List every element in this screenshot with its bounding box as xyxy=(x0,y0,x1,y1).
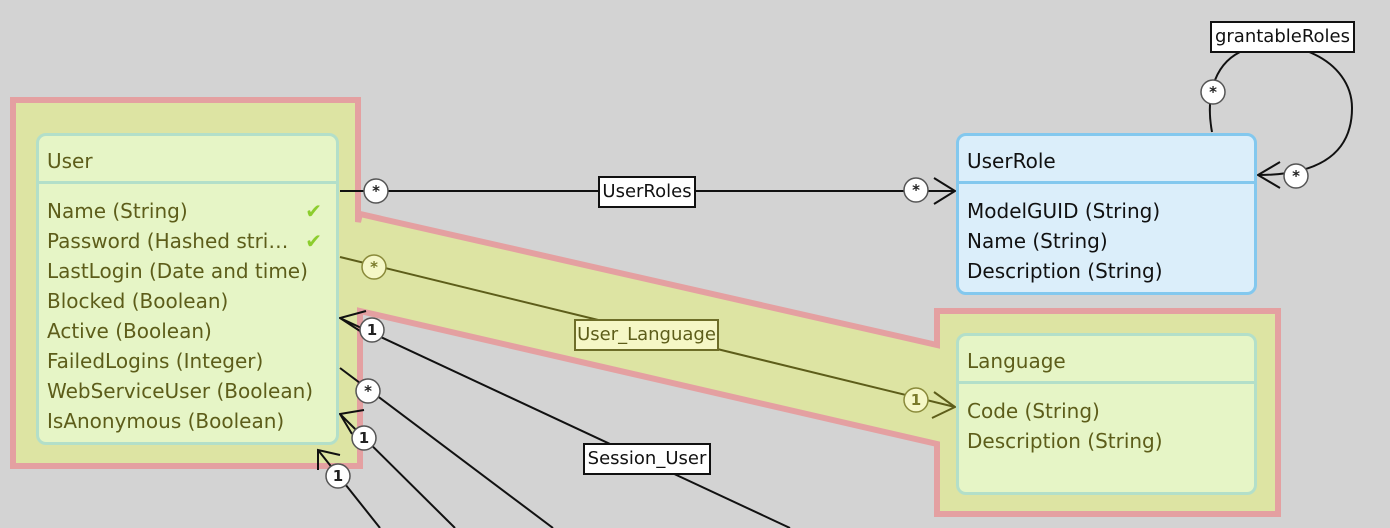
association-label-user-language[interactable]: User_Language xyxy=(574,319,719,351)
attribute-label: Code (String) xyxy=(967,399,1100,423)
svg-text:*: * xyxy=(370,258,378,276)
entity-language-name: Language xyxy=(959,336,1254,384)
entity-userrole[interactable]: UserRole ModelGUID (String) Name (String… xyxy=(956,133,1257,295)
attribute-row[interactable]: Code (String) xyxy=(959,396,1254,426)
association-label-grantableroles[interactable]: grantableRoles xyxy=(1210,21,1355,53)
entity-language-attributes: Code (String) Description (String) xyxy=(959,384,1254,456)
attribute-label: Description (String) xyxy=(967,429,1163,453)
assoc-line-6-arrow xyxy=(317,448,341,470)
attribute-row[interactable]: Blocked (Boolean) xyxy=(39,286,336,316)
attribute-label: Active (Boolean) xyxy=(47,319,212,343)
session-user-line[interactable] xyxy=(339,317,791,528)
entity-user-attributes: Name (String) ✔ Password (Hashed stri… ✔… xyxy=(39,184,336,436)
entity-user[interactable]: User Name (String) ✔ Password (Hashed st… xyxy=(36,133,339,445)
assoc-line-5-arrow xyxy=(338,409,365,435)
attribute-row[interactable]: ModelGUID (String) xyxy=(959,196,1254,226)
entity-user-name: User xyxy=(39,136,336,184)
entity-language[interactable]: Language Code (String) Description (Stri… xyxy=(956,333,1257,495)
multiplicity-badge: * xyxy=(361,254,387,280)
svg-text:1: 1 xyxy=(367,321,377,339)
grantableroles-arrow xyxy=(1256,161,1281,189)
multiplicity-badge: * xyxy=(903,177,929,203)
attribute-label: Name (String) xyxy=(967,229,1108,253)
attribute-row[interactable]: Active (Boolean) xyxy=(39,316,336,346)
attribute-row[interactable]: Description (String) xyxy=(959,426,1254,456)
attribute-row[interactable]: WebServiceUser (Boolean) xyxy=(39,376,336,406)
association-label-session-user[interactable]: Session_User xyxy=(583,443,711,475)
check-icon: ✔ xyxy=(305,199,322,223)
multiplicity-badges: * * * * * 1 1 * xyxy=(325,79,1309,489)
attribute-label: ModelGUID (String) xyxy=(967,199,1161,223)
entity-userrole-attributes: ModelGUID (String) Name (String) Descrip… xyxy=(959,184,1254,286)
multiplicity-badge: 1 xyxy=(325,463,351,489)
association-label-userroles[interactable]: UserRoles xyxy=(598,176,696,208)
multiplicity-badge: * xyxy=(355,378,381,404)
multiplicity-badge: 1 xyxy=(351,425,377,451)
svg-text:*: * xyxy=(372,182,380,200)
svg-text:*: * xyxy=(364,382,372,400)
attribute-row[interactable]: Name (String) ✔ xyxy=(39,196,336,226)
association-lines[interactable] xyxy=(317,44,1354,528)
svg-text:*: * xyxy=(1209,83,1217,101)
grantableroles-line[interactable] xyxy=(1208,44,1354,176)
assoc-line-6[interactable] xyxy=(317,449,381,528)
multiplicity-badge: 1 xyxy=(359,317,385,343)
svg-text:1: 1 xyxy=(359,429,369,447)
attribute-row[interactable]: Description (String) xyxy=(959,256,1254,286)
attribute-label: Password (Hashed stri… xyxy=(47,229,289,253)
svg-text:1: 1 xyxy=(333,467,343,485)
attribute-row[interactable]: LastLogin (Date and time) xyxy=(39,256,336,286)
multiplicity-badge: 1 xyxy=(903,387,929,413)
entity-userrole-name: UserRole xyxy=(959,136,1254,184)
attribute-label: FailedLogins (Integer) xyxy=(47,349,264,373)
svg-text:1: 1 xyxy=(911,391,921,409)
user-language-arrow xyxy=(931,391,957,419)
check-icon: ✔ xyxy=(305,229,322,253)
svg-text:*: * xyxy=(912,181,920,199)
attribute-label: Description (String) xyxy=(967,259,1163,283)
svg-text:*: * xyxy=(1292,167,1300,185)
attribute-row[interactable]: FailedLogins (Integer) xyxy=(39,346,336,376)
attribute-label: LastLogin (Date and time) xyxy=(47,259,308,283)
multiplicity-badge: * xyxy=(1200,79,1226,105)
attribute-label: Blocked (Boolean) xyxy=(47,289,229,313)
multiplicity-badge: * xyxy=(1283,163,1309,189)
multiplicity-badge: * xyxy=(363,178,389,204)
userroles-arrow xyxy=(933,177,957,205)
session-user-arrow xyxy=(337,310,367,332)
attribute-label: WebServiceUser (Boolean) xyxy=(47,379,314,403)
attribute-row[interactable]: Password (Hashed stri… ✔ xyxy=(39,226,336,256)
attribute-row[interactable]: Name (String) xyxy=(959,226,1254,256)
attribute-label: IsAnonymous (Boolean) xyxy=(47,409,285,433)
attribute-label: Name (String) xyxy=(47,199,188,223)
attribute-row[interactable]: IsAnonymous (Boolean) xyxy=(39,406,336,436)
